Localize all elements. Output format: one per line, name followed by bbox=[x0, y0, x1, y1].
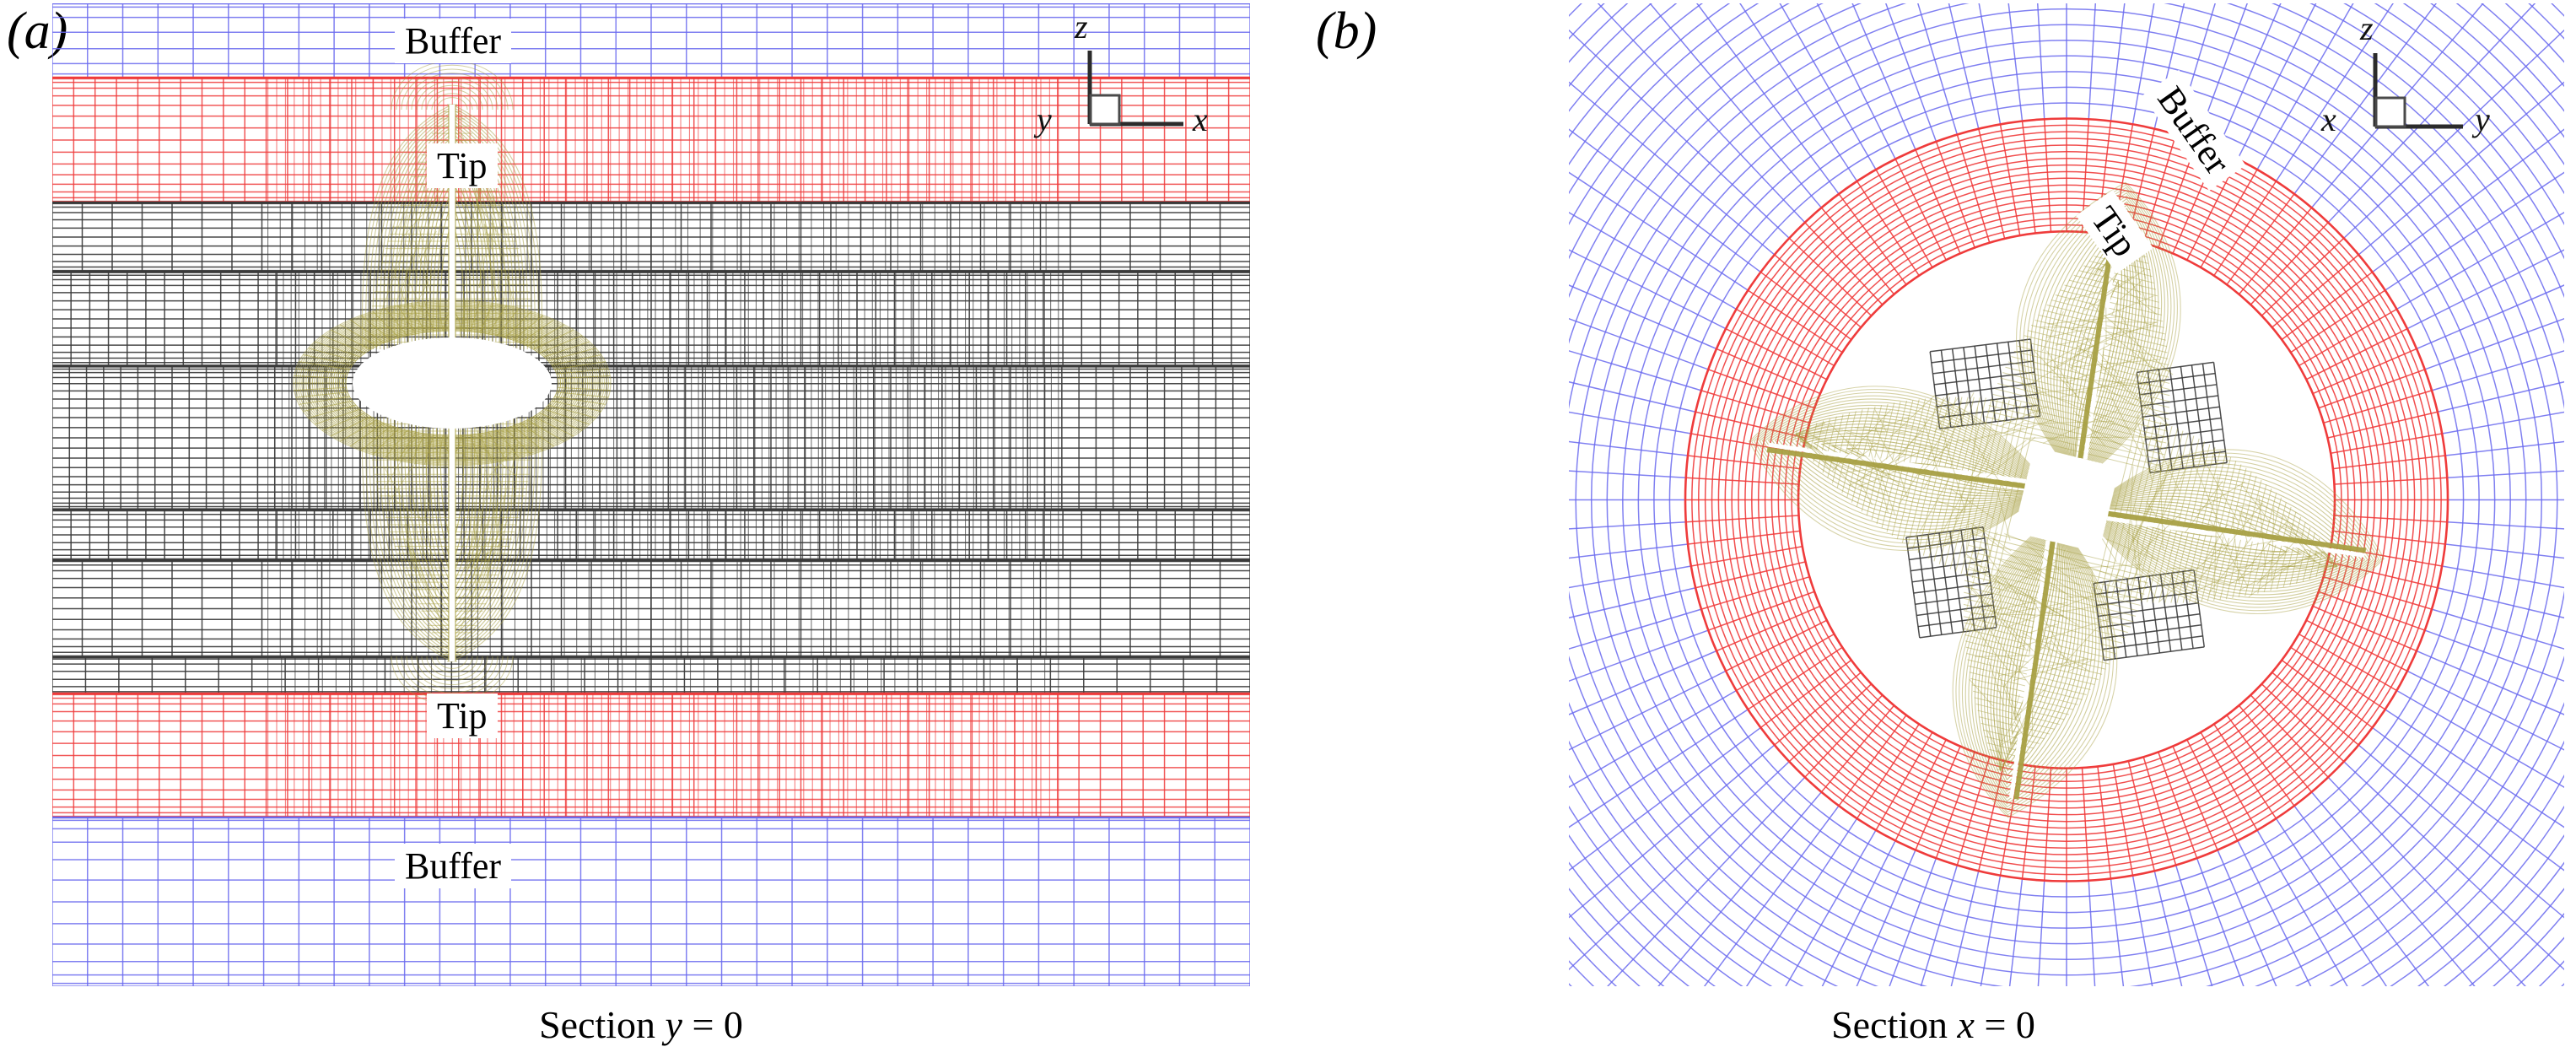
axis-triad-b bbox=[2355, 49, 2524, 167]
caption-b-prefix: Section bbox=[1831, 1003, 1957, 1046]
panel-b: (b) Buffer Tip z y x Section x = 0 bbox=[1291, 0, 2576, 1063]
caption-a-suffix: = 0 bbox=[682, 1003, 743, 1046]
caption-a: Section y = 0 bbox=[0, 1002, 1282, 1047]
axis-label-x-b: x bbox=[2321, 103, 2336, 137]
caption-a-var: y bbox=[666, 1003, 682, 1046]
label-tip-bottom: Tip bbox=[427, 693, 498, 738]
caption-a-prefix: Section bbox=[539, 1003, 665, 1046]
label-buffer-top: Buffer bbox=[395, 19, 511, 63]
label-buffer-bottom: Buffer bbox=[395, 844, 511, 888]
axis-label-y-a: y bbox=[1037, 103, 1052, 137]
axis-label-z-a: z bbox=[1075, 10, 1088, 44]
caption-b-var: x bbox=[1958, 1003, 1975, 1046]
label-tip-top: Tip bbox=[427, 143, 498, 188]
caption-b: Section x = 0 bbox=[1291, 1002, 2576, 1047]
axis-label-z-b: z bbox=[2360, 12, 2374, 46]
axis-label-x-a: x bbox=[1193, 103, 1208, 137]
axis-triad-a bbox=[1070, 46, 1238, 165]
axis-label-y-b: y bbox=[2475, 103, 2490, 137]
caption-b-suffix: = 0 bbox=[1975, 1003, 2035, 1046]
panel-b-label: (b) bbox=[1316, 5, 1377, 57]
panel-a: (a) Buffer Tip Tip Buffer z x y Section … bbox=[0, 0, 1282, 1063]
